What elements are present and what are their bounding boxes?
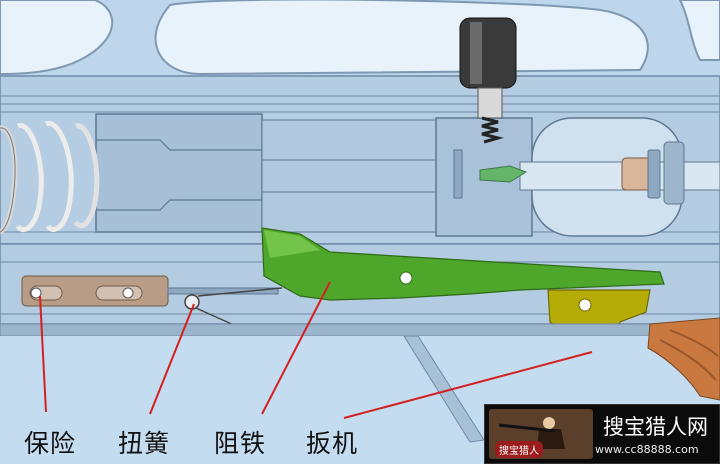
watermark-site-name: 搜宝猎人网 [603, 415, 708, 439]
watermark-url: www.cc88888.com [595, 443, 699, 456]
sear-pivot [399, 271, 413, 285]
lower-rail [0, 323, 720, 337]
bolt-tube [261, 119, 443, 233]
sear [261, 227, 665, 301]
safety-pin [122, 287, 134, 299]
torsion-spring-arm [197, 287, 283, 297]
main-spring-coil [45, 121, 74, 233]
pellet [479, 165, 528, 183]
wood-stock [647, 317, 720, 401]
torsion-spring-arm [195, 307, 237, 327]
watermark-logo: 搜宝猎人 [489, 409, 593, 459]
label-sear: 阻铁 [214, 429, 267, 458]
bolt-stem [477, 87, 503, 119]
breech-ring [663, 141, 685, 205]
bolt-ring [453, 149, 463, 199]
watermark: 搜宝猎人 搜宝猎人网 www.cc88888.com [484, 404, 720, 464]
upper-cutout [154, 0, 649, 76]
main-spring-coil [73, 123, 100, 229]
leader-line-trigger [343, 351, 593, 419]
main-spring-outline [0, 127, 16, 233]
main-spring-coil [15, 123, 44, 233]
bolt-knob-highlight [470, 22, 482, 84]
bolt-block [95, 113, 263, 233]
barrel-bore [519, 161, 720, 191]
label-torsion-spring: 扭簧 [118, 429, 171, 458]
bolt-knob [459, 17, 517, 89]
safety-slot [95, 285, 143, 301]
leader-line-torsion-spring [149, 303, 195, 415]
breech-ring [647, 149, 661, 199]
leader-line-sear [261, 281, 331, 415]
safety-pin [30, 287, 42, 299]
upper-left-cutout [0, 0, 114, 76]
bolt-thread [481, 116, 504, 144]
upper-right-cutout [678, 0, 720, 61]
watermark-logo-text: 搜宝猎人 [495, 441, 543, 458]
wood-grain [669, 329, 719, 357]
wood-grain [659, 339, 717, 381]
sear-highlight [264, 230, 320, 258]
leader-line-safety [39, 295, 47, 413]
label-safety: 保险 [24, 429, 77, 458]
label-trigger: 扳机 [306, 429, 359, 458]
trigger-pivot [578, 298, 592, 312]
